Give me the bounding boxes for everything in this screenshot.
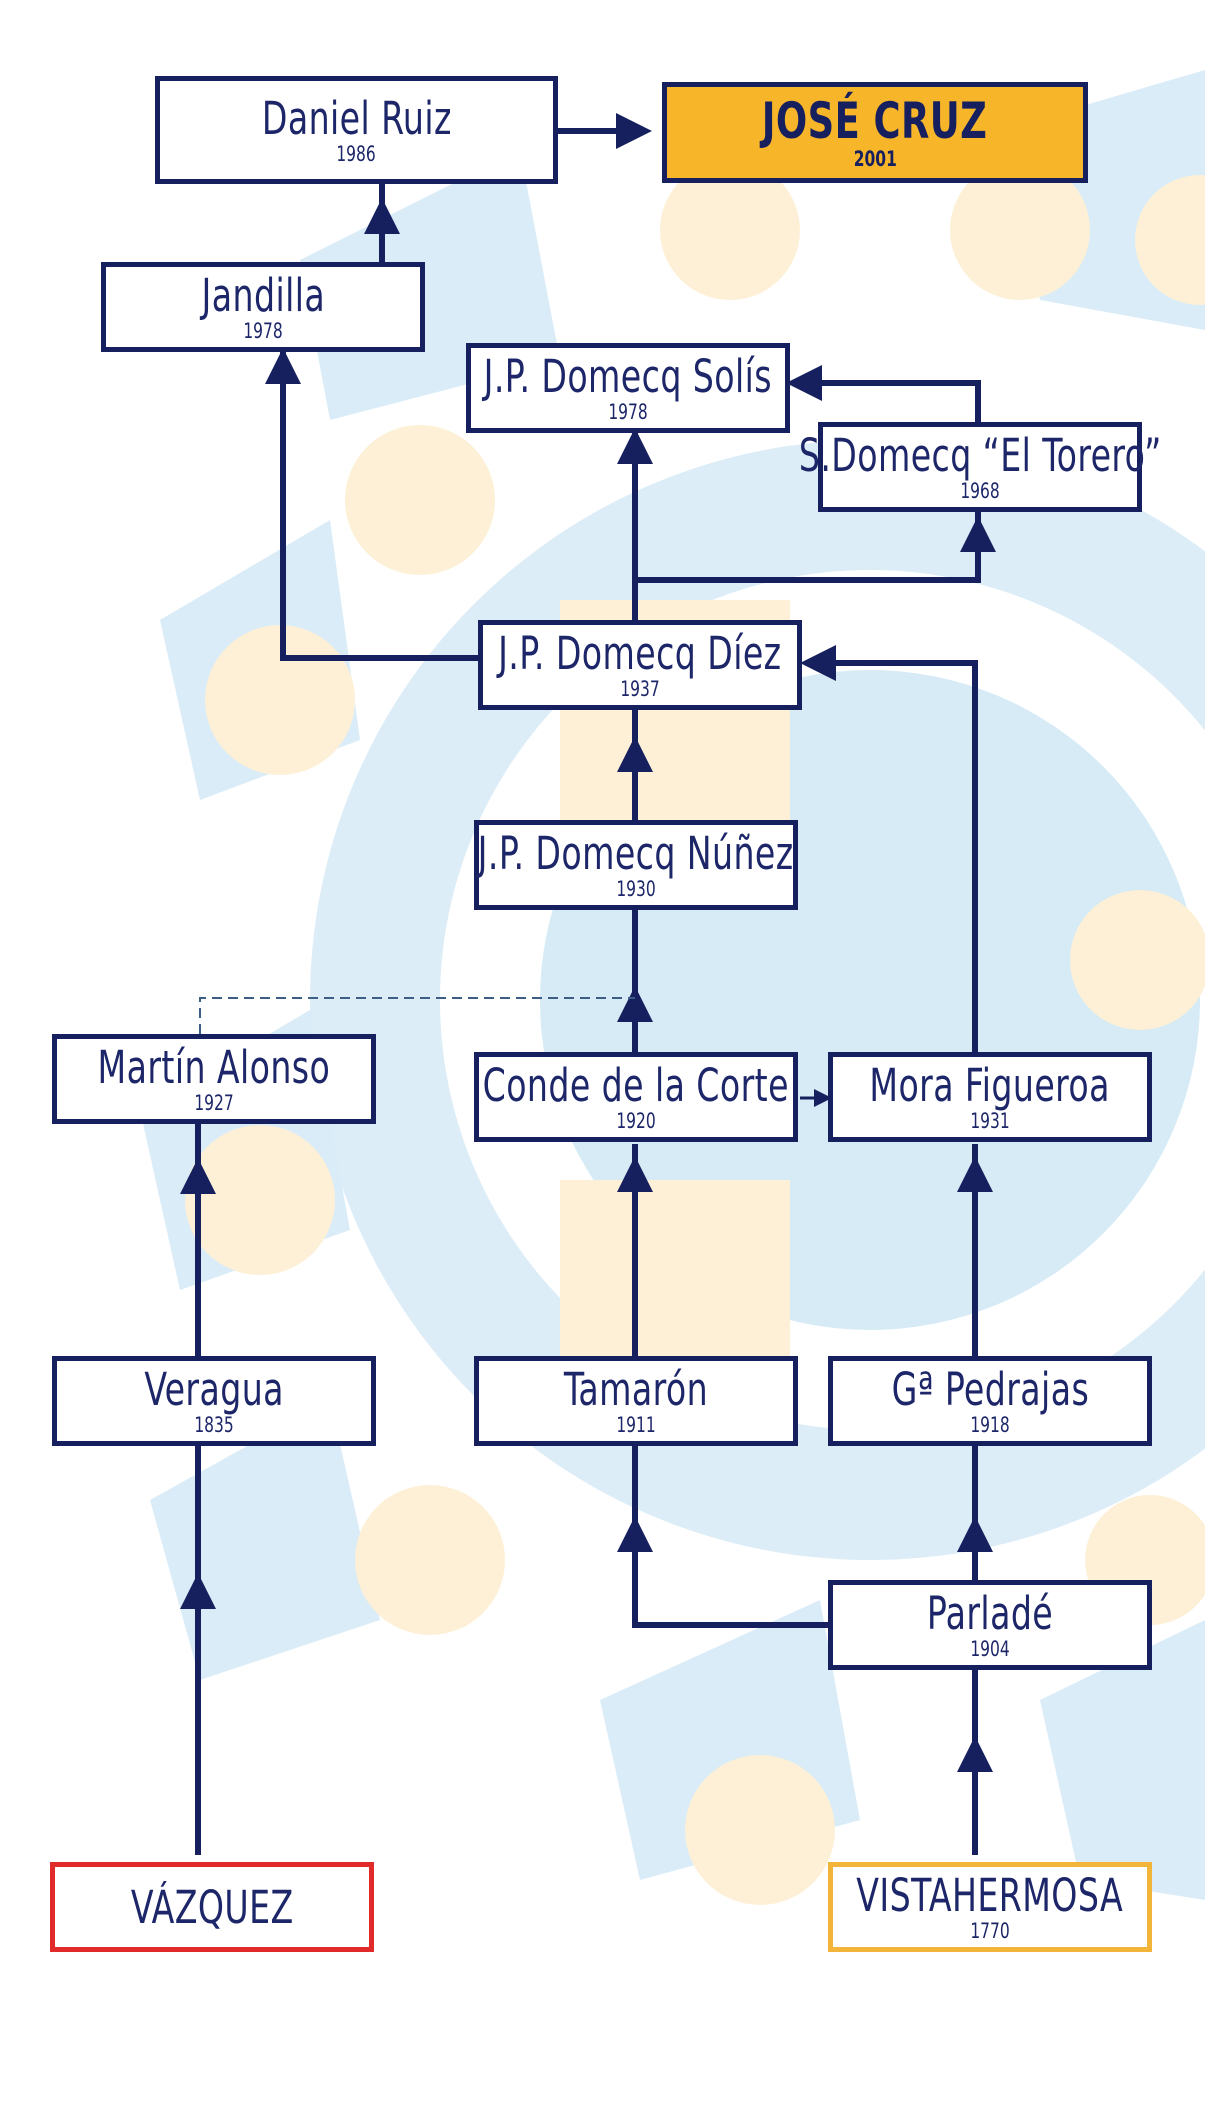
node-name: VÁZQUEZ — [130, 1880, 294, 1934]
node-name: J.P. Domecq Solís — [483, 349, 773, 403]
node-name: J.P. Domecq Díez — [498, 626, 782, 680]
node-name: Veragua — [144, 1362, 284, 1416]
node-year: 1918 — [970, 1412, 1010, 1437]
node-year: 1770 — [970, 1918, 1010, 1943]
node-name: Parladé — [926, 1586, 1054, 1640]
node-year: 1937 — [620, 676, 660, 701]
node-year: 1968 — [960, 478, 1000, 503]
node-name: Daniel Ruiz — [261, 91, 452, 145]
node-year: 1978 — [243, 318, 283, 343]
node-name: Mora Figueroa — [869, 1058, 1111, 1112]
node-jp-domecq-nunez[interactable]: J.P. Domecq Núñez 1930 — [474, 820, 798, 910]
node-name: Tamarón — [563, 1362, 709, 1416]
node-year: 2001 — [853, 146, 897, 171]
node-year: 1835 — [194, 1412, 234, 1437]
node-ga-pedrajas[interactable]: Gª Pedrajas 1918 — [828, 1356, 1152, 1446]
node-year: 1930 — [616, 876, 656, 901]
node-conde-de-la-corte[interactable]: Conde de la Corte 1920 — [474, 1052, 798, 1142]
node-jose-cruz[interactable]: JOSÉ CRUZ 2001 — [662, 82, 1088, 183]
node-name: JOSÉ CRUZ — [762, 91, 988, 150]
node-year: 1911 — [616, 1412, 656, 1437]
node-vistahermosa[interactable]: VISTAHERMOSA 1770 — [828, 1862, 1152, 1952]
node-name: Martín Alonso — [97, 1040, 331, 1094]
node-name: VISTAHERMOSA — [856, 1868, 1124, 1922]
link-mora-diez — [815, 660, 978, 1052]
node-name: S.Domecq “El Torero” — [798, 428, 1162, 482]
node-name: J.P. Domecq Núñez — [478, 826, 794, 880]
node-jandilla[interactable]: Jandilla 1978 — [101, 262, 425, 352]
link-diez-torero — [635, 512, 981, 583]
node-s-domecq-el-torero[interactable]: S.Domecq “El Torero” 1968 — [799, 422, 1161, 512]
node-year: 1931 — [970, 1108, 1010, 1133]
node-jp-domecq-solis[interactable]: J.P. Domecq Solís 1978 — [466, 343, 790, 433]
node-year: 1920 — [616, 1108, 656, 1133]
node-mora-figueroa[interactable]: Mora Figueroa 1931 — [828, 1052, 1152, 1142]
node-veragua[interactable]: Veragua 1835 — [52, 1356, 376, 1446]
node-year: 1927 — [194, 1090, 234, 1115]
node-name: Jandilla — [201, 268, 325, 322]
node-jp-domecq-diez[interactable]: J.P. Domecq Díez 1937 — [478, 620, 802, 710]
node-year: 1978 — [608, 399, 648, 424]
node-vazquez[interactable]: VÁZQUEZ — [50, 1862, 374, 1952]
link-torero-solis — [795, 380, 981, 425]
node-year: 1904 — [970, 1636, 1010, 1661]
node-year: 1986 — [336, 141, 377, 166]
node-daniel-ruiz[interactable]: Daniel Ruiz 1986 — [155, 76, 558, 184]
link-diez-jandilla — [280, 352, 478, 661]
node-name: Conde de la Corte — [482, 1058, 790, 1112]
node-tamaron[interactable]: Tamarón 1911 — [474, 1356, 798, 1446]
node-name: Gª Pedrajas — [891, 1362, 1089, 1416]
dashed-link-martin-alonso — [199, 997, 635, 1034]
node-parlade[interactable]: Parladé 1904 — [828, 1580, 1152, 1670]
link-parlade-tamaron — [632, 1446, 828, 1628]
node-martin-alonso[interactable]: Martín Alonso 1927 — [52, 1034, 376, 1124]
